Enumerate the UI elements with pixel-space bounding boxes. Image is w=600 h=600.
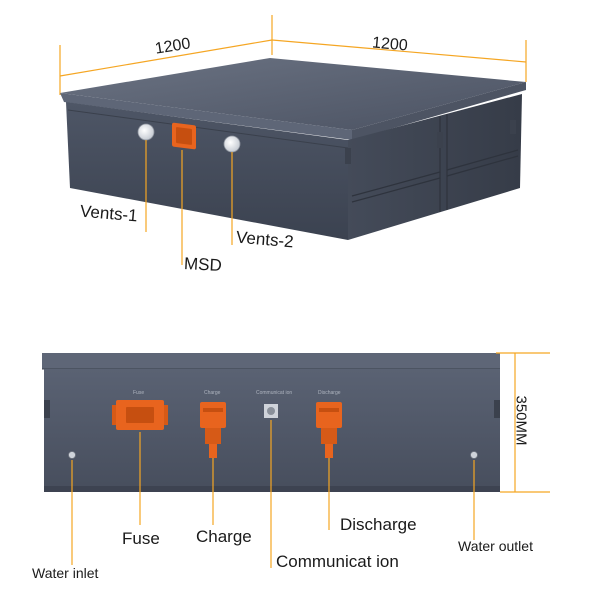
charge-label: Charge <box>196 527 252 546</box>
side-bracket-2 <box>437 132 443 148</box>
callout-lines-front <box>71 420 475 568</box>
front-body <box>44 369 500 491</box>
vent-2-icon <box>223 135 241 153</box>
water-inlet-label: Water inlet <box>32 565 99 581</box>
lid-right-rim <box>352 82 526 140</box>
panel-label-charge: Charge <box>204 390 221 396</box>
front-bracket-left <box>44 400 50 418</box>
front-lid <box>42 353 500 369</box>
panel-label-discharge: Discharge <box>318 390 341 396</box>
side-ribs <box>351 114 519 212</box>
side-bracket-1 <box>345 148 351 164</box>
height-dimension <box>496 352 550 493</box>
side-bracket-3 <box>510 120 516 134</box>
discharge-label: Discharge <box>340 515 417 534</box>
front-face-groove <box>67 109 349 149</box>
msd-connector-icon <box>172 122 196 150</box>
lid-front-rim <box>60 93 352 140</box>
water-outlet-label: Water outlet <box>458 538 533 554</box>
callout-lines-top <box>145 140 233 265</box>
charge-connector-icon <box>200 402 226 458</box>
front-base <box>44 486 500 492</box>
water-inlet-icon <box>68 451 76 459</box>
housing-side-face <box>348 94 522 240</box>
fuse-block-icon <box>112 400 168 430</box>
front-bracket-right <box>494 400 500 418</box>
water-outlet-icon <box>470 451 478 459</box>
dimension-width-label: 1200 <box>371 34 409 55</box>
dimension-lines-top <box>59 15 527 95</box>
msd-label: MSD <box>183 254 223 275</box>
communication-label: Communicat ion <box>276 552 399 571</box>
communication-port-icon <box>264 404 278 418</box>
panel-label-communication: Communicat ion <box>256 390 293 396</box>
discharge-connector-icon <box>316 402 342 458</box>
housing-front-face <box>66 102 348 240</box>
panel-label-fuse: Fuse <box>133 390 145 396</box>
vent-1-icon <box>137 123 155 141</box>
height-dimension-label: 350MM <box>512 395 530 446</box>
lid-top <box>60 58 526 130</box>
fuse-label: Fuse <box>122 529 160 548</box>
